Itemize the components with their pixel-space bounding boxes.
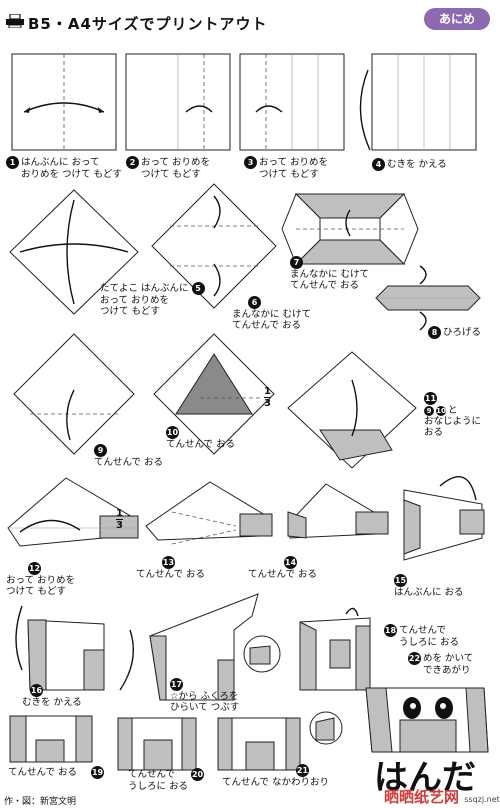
fraction-mark-step-10: 1 3	[264, 386, 271, 409]
step-9-figure	[13, 333, 135, 455]
anime-button[interactable]: あにめ	[424, 8, 490, 30]
step-9-label: 9 てんせんで おる	[94, 444, 164, 468]
step-number: 15	[394, 574, 407, 587]
step-17-label: 17 ☆から ふくろを ひらいて つぶす	[170, 678, 240, 713]
step-7-label: 7 まんなかに むけて てんせんで おる	[290, 256, 370, 291]
step-number: 2	[126, 156, 139, 169]
step-15-figure	[403, 476, 485, 561]
step-21-label: 21 てんせんで なかわりおり	[222, 764, 330, 788]
step-number: 21	[296, 764, 309, 777]
step-number: 6	[248, 296, 261, 309]
printer-icon	[6, 14, 24, 28]
step-17-figure	[149, 593, 281, 701]
step-number: 12	[28, 562, 41, 575]
step-number: 17	[170, 678, 183, 691]
step-12-figure	[7, 477, 139, 547]
step-number: 10	[166, 426, 179, 439]
step-19-figure	[9, 715, 93, 763]
step-16-figure	[15, 605, 135, 691]
step-15-label: 15 はんぶんに おる	[394, 574, 464, 598]
header: B5・A4サイズでプリントアウト あにめ	[0, 0, 500, 40]
step-number: 4	[372, 158, 385, 171]
step-20-figure	[117, 717, 197, 771]
step-number: 18	[384, 624, 397, 637]
fraction-denominator: 3	[264, 397, 271, 409]
step-14-figure	[287, 483, 389, 539]
step-number: 13	[162, 556, 175, 569]
watermark-main: 晒晒纸艺网	[384, 788, 460, 806]
ref-step-number: 9	[424, 405, 434, 416]
step-13-label: 13 てんせんで おる	[136, 556, 206, 580]
step-number: 5	[191, 282, 205, 295]
step-number: 22	[408, 652, 421, 665]
step-22-figure	[365, 687, 489, 753]
step-21-figure	[217, 711, 343, 771]
fraction-mark-step-12: 1 3	[116, 508, 123, 531]
fraction-numerator: 1	[264, 386, 271, 397]
step-number: 1	[6, 156, 19, 169]
step-4-figure	[359, 53, 477, 151]
step-18-figure	[299, 607, 371, 691]
step-2-figure	[125, 53, 231, 151]
step-13-figure	[145, 481, 273, 545]
step-number: 11	[424, 392, 437, 405]
site-watermark: 晒晒纸艺网 ssqzj.net	[384, 786, 500, 807]
step-3-figure	[239, 53, 345, 151]
step-number: 8	[428, 326, 441, 339]
step-number: 14	[284, 556, 297, 569]
step-number: 19	[91, 766, 105, 779]
step-10-label: 10 てんせんで おる	[166, 426, 236, 450]
finished-model-name: はんだ	[374, 758, 476, 798]
fraction-denominator: 3	[116, 519, 123, 531]
step-number: 3	[244, 156, 257, 169]
step-number: 7	[290, 256, 303, 269]
step-number: 20	[191, 768, 205, 781]
step-12-label: 12 おって おりめを つけて もどす	[6, 562, 76, 597]
fraction-numerator: 1	[116, 508, 123, 519]
step-6-figure	[151, 183, 277, 309]
watermark-sub: ssqzj.net	[464, 795, 500, 804]
step-10-figure	[153, 333, 275, 455]
page-title: B5・A4サイズでプリントアウト	[28, 15, 268, 33]
ref-step-number: 10	[436, 405, 446, 416]
step-8-figure	[375, 265, 481, 331]
step-1-figure	[11, 53, 117, 151]
step-number: 16	[30, 684, 43, 697]
step-11-figure	[287, 351, 417, 469]
step-number: 9	[94, 444, 107, 457]
step-5-figure	[9, 189, 139, 315]
step-14-label: 14 てんせんで おる	[248, 556, 318, 580]
step-16-label: 16 むきを かえる	[22, 684, 82, 708]
step-7-figure	[281, 193, 419, 265]
author-credit: 作・図：新宮文明	[4, 797, 77, 807]
step-6-label: 6 まんなかに むけて てんせんで おる	[232, 296, 312, 331]
